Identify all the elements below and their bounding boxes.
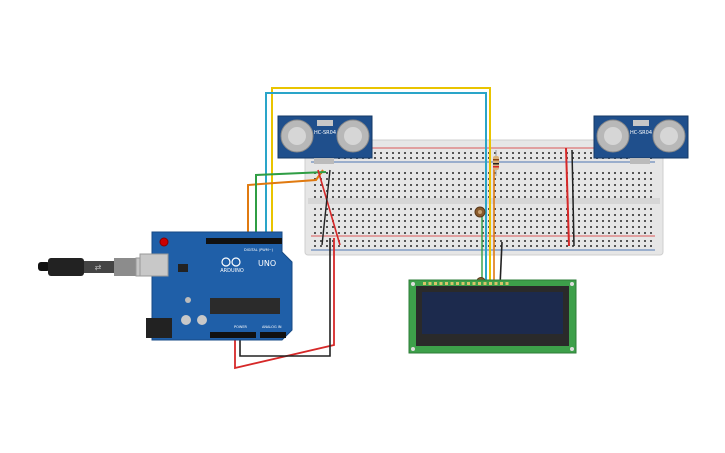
ultrasonic-sensor-right[interactable]: HC-SR04 (593, 115, 689, 164)
sensor-left-label: HC-SR04 (314, 130, 336, 136)
wire-green-echo[interactable] (255, 171, 327, 238)
wire-red-breadboard[interactable] (565, 147, 570, 247)
arduino-model: UNO (258, 259, 276, 268)
ultrasonic-sensor-left[interactable]: HC-SR04 (277, 115, 373, 164)
wire-black-ground[interactable] (239, 238, 331, 357)
arduino-uno-board[interactable]: ARDUINO UNO DIGITAL (PWM~) POWER ANALOG … (139, 231, 293, 341)
wire-black-breadboard[interactable] (571, 149, 575, 247)
arduino-brand: ARDUINO (220, 268, 244, 274)
wire-cyan-top[interactable] (265, 92, 487, 286)
arduino-logo-icon (221, 257, 241, 267)
lcd-pins (423, 282, 509, 285)
usb-cable[interactable]: ⇄ (38, 257, 155, 277)
resistor[interactable] (493, 150, 499, 176)
sensor-right-label: HC-SR04 (630, 130, 652, 136)
arduino-power-label: POWER (234, 325, 248, 329)
wire-black-lcd[interactable] (499, 241, 503, 287)
wire-yellow-top[interactable] (271, 87, 491, 286)
arduino-analog-label: ANALOG IN (262, 325, 282, 329)
potentiometer[interactable] (474, 206, 486, 218)
lcd-display[interactable] (408, 279, 577, 354)
usb-icon: ⇄ (95, 263, 102, 272)
wire-red-sensor[interactable] (317, 169, 341, 246)
arduino-digital-label: DIGITAL (PWM~) (244, 248, 274, 252)
wire-black-sensor[interactable] (321, 169, 331, 246)
